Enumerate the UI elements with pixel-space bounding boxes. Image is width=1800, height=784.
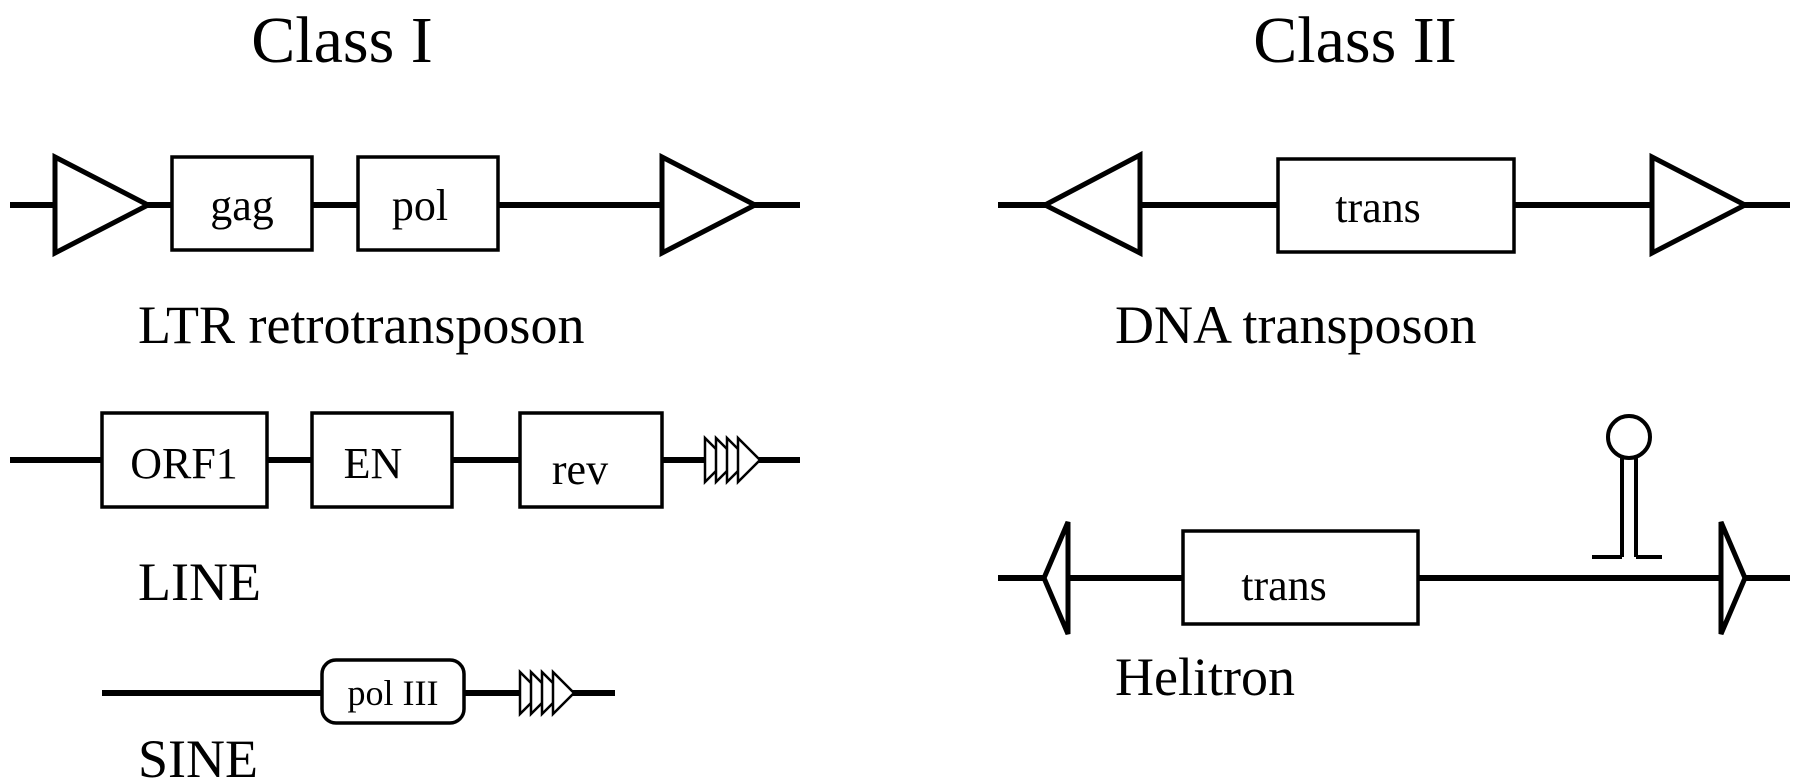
helitron-trans-label: trans [1241,561,1327,610]
pol-box [356,155,500,252]
hairpin-icon [1592,414,1662,559]
line-element: ORF1 EN rev [10,411,800,509]
orf1-label: ORF1 [130,439,238,488]
dna-caption: DNA transposon [1115,295,1477,355]
ltr-right-triangle [659,152,761,258]
orf1-box [100,411,269,509]
pol-label: pol [392,181,448,230]
helitron-trans-box [1181,529,1420,626]
sine-caption: SINE [138,729,258,784]
ltr-left-triangle [52,152,154,258]
en-label: EN [344,439,403,488]
dna-left-triangle [1039,150,1143,258]
dna-transposon-element: trans [998,150,1790,258]
ltr-caption: LTR retrotransposon [138,295,584,355]
dna-right-triangle [1649,152,1751,258]
gag-label: gag [210,181,274,230]
class-i-heading: Class I [251,4,433,77]
rev-box [518,411,664,509]
line-caption: LINE [138,552,261,612]
helitron-element: trans [998,414,1790,635]
sine-element: pol III [102,658,615,725]
class-ii-heading: Class II [1253,4,1456,77]
line-poly-a-arrows [703,434,762,486]
rev-label: rev [552,445,608,494]
helitron-caption: Helitron [1115,647,1295,707]
pol-iii-box [320,658,466,725]
sine-poly-a-arrows [518,668,576,718]
dna-trans-label: trans [1335,183,1421,232]
gag-box [170,155,314,252]
pol-iii-label: pol III [348,673,439,713]
helitron-right-terminus [1718,521,1748,635]
en-box [310,411,454,509]
helitron-left-terminus [1041,521,1071,635]
ltr-retrotransposon-element: gag pol [10,152,800,258]
dna-trans-box [1276,157,1516,254]
